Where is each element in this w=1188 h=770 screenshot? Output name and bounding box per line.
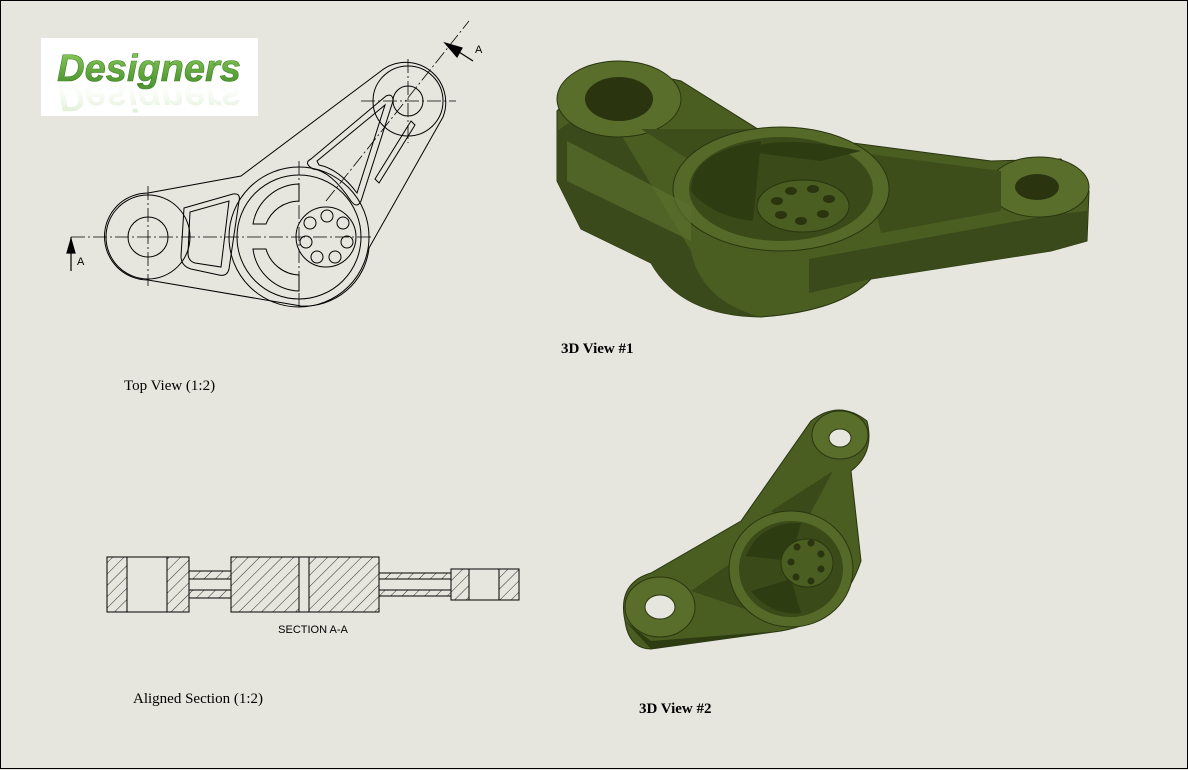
top-view-caption: Top View (1:2) xyxy=(124,378,216,394)
section-view xyxy=(106,556,520,613)
view3d-2-model xyxy=(623,409,870,650)
logo-panel xyxy=(41,38,258,116)
view3d-2-caption: 3D View #2 xyxy=(639,701,712,717)
centerlines xyxy=(71,20,470,309)
bolt-holes xyxy=(299,209,354,264)
section-arrow-right xyxy=(443,41,474,62)
logo-text: Designers xyxy=(57,48,241,90)
top-view-outline xyxy=(104,61,447,307)
section-view-caption: Aligned Section (1:2) xyxy=(133,691,263,707)
hub-slot-lower xyxy=(252,248,300,292)
section-marker-left: A xyxy=(77,256,85,268)
logo-reflection: Designers xyxy=(57,76,241,118)
view3d-1-caption: 3D View #1 xyxy=(561,341,634,357)
section-label: SECTION A-A xyxy=(278,624,348,636)
logo: Designers Designers xyxy=(41,38,258,118)
view3d-1-model xyxy=(556,60,1090,318)
upper-web-pocket xyxy=(307,94,394,206)
section-marker-right: A xyxy=(475,44,483,56)
top-view xyxy=(66,20,474,309)
section-arrow-left xyxy=(66,236,76,271)
left-web-pocket xyxy=(180,193,240,276)
web-slot xyxy=(374,120,416,184)
hub-slot-upper xyxy=(252,183,300,225)
